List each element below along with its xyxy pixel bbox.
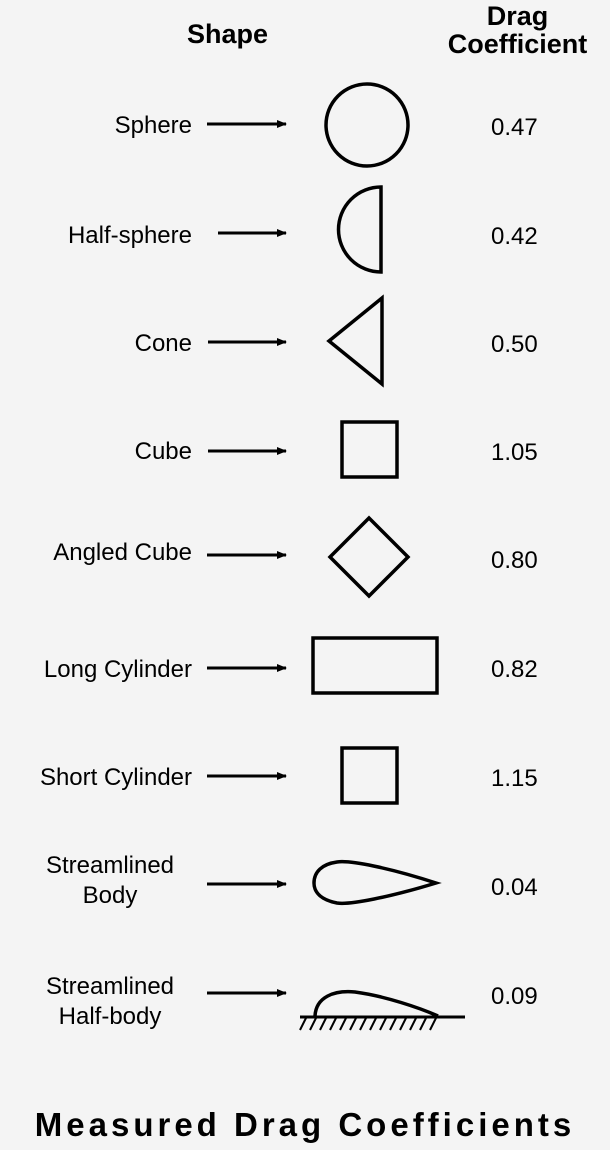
label-long-cylinder: Long Cylinder	[43, 656, 192, 683]
label-sphere: Sphere	[114, 112, 192, 139]
value-sphere: 0.47	[491, 114, 538, 141]
label-streamlined-body-line2: Body	[82, 882, 138, 909]
diagram-title: Measured Drag Coefficients	[34, 1106, 576, 1143]
drag-header-line1: Drag	[486, 1, 549, 31]
cone-shape	[326, 294, 384, 388]
half-sphere-shape	[336, 185, 383, 274]
value-streamlined-half-body: 0.09	[491, 983, 538, 1010]
long-cylinder-shape	[311, 636, 439, 695]
streamlined-half-body-shape	[313, 989, 439, 1018]
value-cone: 0.50	[491, 331, 538, 358]
label-streamlined-body-line1: Streamlined	[45, 852, 175, 879]
short-cylinder-shape	[340, 746, 399, 805]
shape-column-header: Shape	[186, 19, 269, 49]
label-angled-cube: Angled Cube	[53, 539, 192, 566]
sphere-shape	[324, 82, 410, 168]
value-angled-cube: 0.80	[491, 547, 538, 574]
streamlined-body-shape	[312, 859, 442, 906]
label-cone: Cone	[134, 330, 192, 357]
label-half-sphere: Half-sphere	[67, 222, 192, 249]
cube-shape	[340, 420, 399, 479]
ground-surface	[299, 1015, 465, 1031]
value-short-cylinder: 1.15	[491, 765, 538, 792]
label-cube: Cube	[134, 438, 192, 465]
drag-header-line2: Coefficient	[447, 29, 588, 59]
label-short-cylinder: Short Cylinder	[39, 764, 192, 791]
value-cube: 1.05	[491, 439, 538, 466]
angled-cube-shape	[327, 515, 411, 599]
label-streamlined-half-body-line1: Streamlined	[45, 973, 175, 1000]
label-streamlined-body: Streamlined Body	[25, 851, 195, 911]
value-long-cylinder: 0.82	[491, 656, 538, 683]
value-half-sphere: 0.42	[491, 223, 538, 250]
drag-coefficient-column-header: Drag Coefficient	[430, 2, 605, 58]
label-streamlined-half-body-line2: Half-body	[58, 1003, 162, 1030]
label-streamlined-half-body: Streamlined Half-body	[25, 972, 195, 1032]
value-streamlined-body: 0.04	[491, 874, 538, 901]
